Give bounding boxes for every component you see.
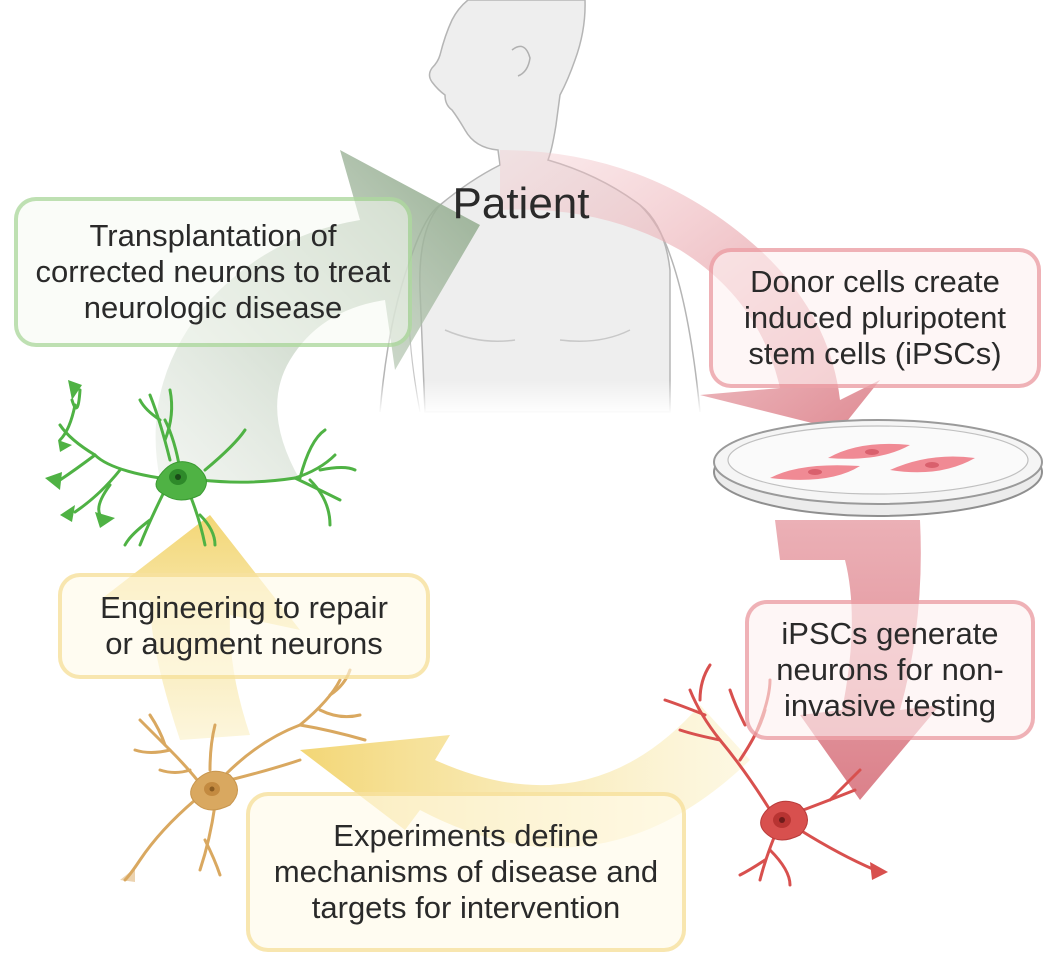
step-generate-box: iPSCs generate neurons for non- invasive…	[745, 600, 1035, 740]
step-experiments-box: Experiments define mechanisms of disease…	[246, 792, 686, 952]
step-engineering-box: Engineering to repair or augment neurons	[58, 573, 430, 679]
step-donor-box: Donor cells create induced pluripotent s…	[709, 248, 1041, 388]
step-engineering-line-1: Engineering to repair	[100, 590, 388, 625]
step-engineering-line-2: or augment neurons	[105, 626, 383, 661]
step-experiments-line-2: mechanisms of disease and	[273, 854, 659, 889]
patient-title: Patient	[452, 179, 590, 228]
step-donor-line-1: Donor cells create	[750, 264, 1000, 299]
step-transplantation-line-2: corrected neurons to treat	[35, 254, 391, 289]
step-transplantation-box: Transplantation of corrected neurons to …	[14, 197, 412, 347]
step-experiments-line-3: targets for intervention	[311, 890, 621, 925]
petri-dish-icon	[713, 419, 1043, 517]
step-generate-line-1: iPSCs generate	[781, 616, 999, 651]
green-neuron-icon	[45, 380, 357, 547]
step-generate-line-2: neurons for non-	[776, 652, 1004, 687]
red-neuron-icon	[663, 663, 888, 887]
step-transplantation-line-1: Transplantation of	[89, 218, 337, 253]
step-donor-line-3: stem cells (iPSCs)	[748, 336, 1002, 371]
step-donor-line-2: induced pluripotent	[744, 300, 1006, 335]
step-generate-line-3: invasive testing	[784, 688, 996, 723]
step-experiments-line-1: Experiments define	[333, 818, 599, 853]
step-transplantation-line-3: neurologic disease	[83, 290, 343, 325]
yellow-neuron-icon	[120, 668, 367, 882]
